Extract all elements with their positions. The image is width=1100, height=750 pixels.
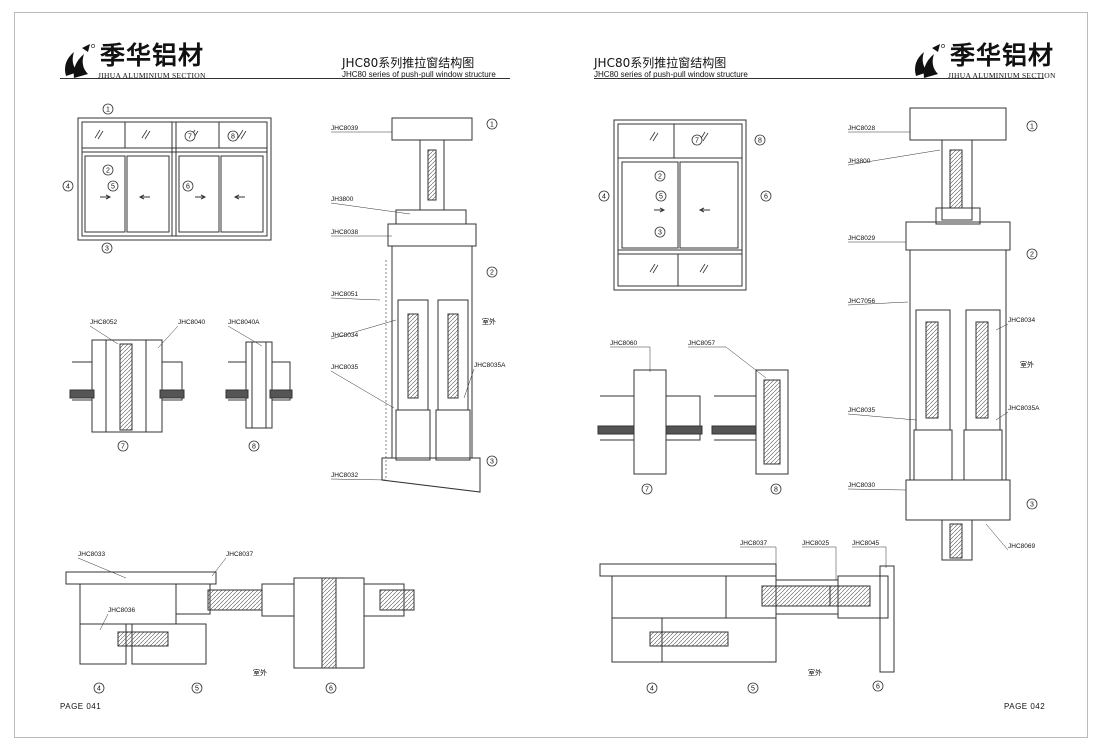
marker-label: 5 xyxy=(659,194,663,201)
marker-label: 6 xyxy=(186,184,190,191)
marker-label: 4 xyxy=(66,184,70,191)
left-drawings: 1 7 8 2 4 5 6 3 7 8 1 2 3 4 5 6 JHC8039 … xyxy=(62,103,506,694)
outside-label: 室外 xyxy=(253,668,267,677)
page-number: PAGE 042 xyxy=(1004,702,1046,711)
mullion-sections xyxy=(597,369,789,475)
marker-label: 1 xyxy=(1030,124,1034,131)
page-title: JHC80系列推拉窗结构图 JHC80 series of push-pull … xyxy=(594,54,748,79)
marker-label: 2 xyxy=(658,174,662,181)
part-label: JHC8051 xyxy=(331,291,358,298)
brand-name-en: JIHUA ALUMINIUM SECTION xyxy=(98,71,206,80)
part-label: JH3800 xyxy=(331,196,354,203)
marker-label: 4 xyxy=(97,686,101,693)
part-label: JHC8030 xyxy=(848,482,875,489)
horizontal-section xyxy=(599,563,895,673)
logo-icon xyxy=(915,44,945,78)
marker-label: 3 xyxy=(490,459,494,466)
part-label: JHC8028 xyxy=(848,125,875,132)
title-en: JHC80 series of push-pull window structu… xyxy=(342,70,496,79)
part-label: JHC8035 xyxy=(848,407,875,414)
marker-label: 3 xyxy=(105,246,109,253)
marker-label: 7 xyxy=(121,444,125,451)
part-label: JHC8060 xyxy=(610,340,637,347)
outside-label: 室外 xyxy=(482,317,496,326)
outside-label: 室外 xyxy=(1020,360,1034,369)
vertical-section xyxy=(381,117,481,493)
horizontal-section xyxy=(65,571,415,669)
window-elevation xyxy=(77,117,272,241)
marker-label: 4 xyxy=(650,686,654,693)
part-label: JHC8037 xyxy=(226,551,253,558)
brand-logo: 季华铝材 JIHUA ALUMINIUM SECTION xyxy=(60,42,206,84)
brand-logo: 季华铝材 JIHUA ALUMINIUM SECTION xyxy=(910,42,1056,84)
part-label: JHC8029 xyxy=(848,235,875,242)
part-label: JHC8025 xyxy=(802,540,829,547)
page-number: PAGE 041 xyxy=(60,702,102,711)
part-label: JH3800 xyxy=(848,158,871,165)
marker-label: 8 xyxy=(758,138,762,145)
marker-label: 2 xyxy=(1030,252,1034,259)
title-cn: JHC80系列推拉窗结构图 xyxy=(342,56,475,70)
part-label: JHC8034 xyxy=(331,332,358,339)
part-label: JHC8036 xyxy=(108,607,135,614)
title-cn: JHC80系列推拉窗结构图 xyxy=(594,56,727,70)
marker-label: 7 xyxy=(188,134,192,141)
part-label: JHC8069 xyxy=(1008,543,1035,550)
right-drawings: 2 7 8 4 5 6 3 7 8 1 2 3 4 5 6 JHC8028 JH… xyxy=(597,107,1040,694)
marker-label: 5 xyxy=(751,686,755,693)
marker-label: 3 xyxy=(658,230,662,237)
marker-label: 4 xyxy=(602,194,606,201)
marker-label: 2 xyxy=(490,270,494,277)
part-label: JHC8052 xyxy=(90,319,117,326)
marker-label: 3 xyxy=(1030,502,1034,509)
window-elevation xyxy=(613,119,747,291)
page-title: JHC80系列推拉窗结构图 JHC80 series of push-pull … xyxy=(342,54,496,79)
part-label: JHC8033 xyxy=(78,551,105,558)
part-label: JHC7056 xyxy=(848,298,875,305)
marker-label: 5 xyxy=(111,184,115,191)
vertical-section xyxy=(905,107,1011,561)
part-label: JHC8037 xyxy=(740,540,767,547)
part-label: JHC8032 xyxy=(331,472,358,479)
logo-icon xyxy=(65,44,95,78)
header-rule xyxy=(60,78,510,79)
part-label: JHC8040A xyxy=(228,319,260,326)
part-label: JHC8035A xyxy=(1008,405,1040,412)
marker-label: 7 xyxy=(645,487,649,494)
marker-label: 5 xyxy=(195,686,199,693)
page-right: 季华铝材 JIHUA ALUMINIUM SECTION JHC80系列推拉窗结… xyxy=(550,0,1100,750)
part-label: JHC8034 xyxy=(1008,317,1035,324)
marker-label: 6 xyxy=(764,194,768,201)
marker-label: 8 xyxy=(231,134,235,141)
mullion-sections xyxy=(69,339,293,433)
marker-label: 1 xyxy=(106,107,110,114)
part-label: JHC8057 xyxy=(688,340,715,347)
brand-name-cn: 季华铝材 xyxy=(950,41,1055,70)
marker-label: 6 xyxy=(876,684,880,691)
marker-label: 2 xyxy=(106,168,110,175)
marker-label: 6 xyxy=(329,686,333,693)
part-label: JHC8035 xyxy=(331,364,358,371)
brand-name-en: JIHUA ALUMINIUM SECTION xyxy=(948,71,1056,80)
outside-label: 室外 xyxy=(808,668,822,677)
part-label: JHC8035A xyxy=(474,362,506,369)
marker-label: 8 xyxy=(252,444,256,451)
title-en: JHC80 series of push-pull window structu… xyxy=(594,70,748,79)
marker-label: 7 xyxy=(695,138,699,145)
page-left: 季华铝材 JIHUA ALUMINIUM SECTION JHC80系列推拉窗结… xyxy=(60,42,510,711)
part-label: JHC8040 xyxy=(178,319,205,326)
part-label: JHC8039 xyxy=(331,125,358,132)
marker-label: 8 xyxy=(774,487,778,494)
brand-name-cn: 季华铝材 xyxy=(100,41,205,70)
part-label: JHC8045 xyxy=(852,540,879,547)
part-label: JHC8038 xyxy=(331,229,358,236)
marker-label: 1 xyxy=(490,122,494,129)
header-rule xyxy=(594,78,1044,79)
